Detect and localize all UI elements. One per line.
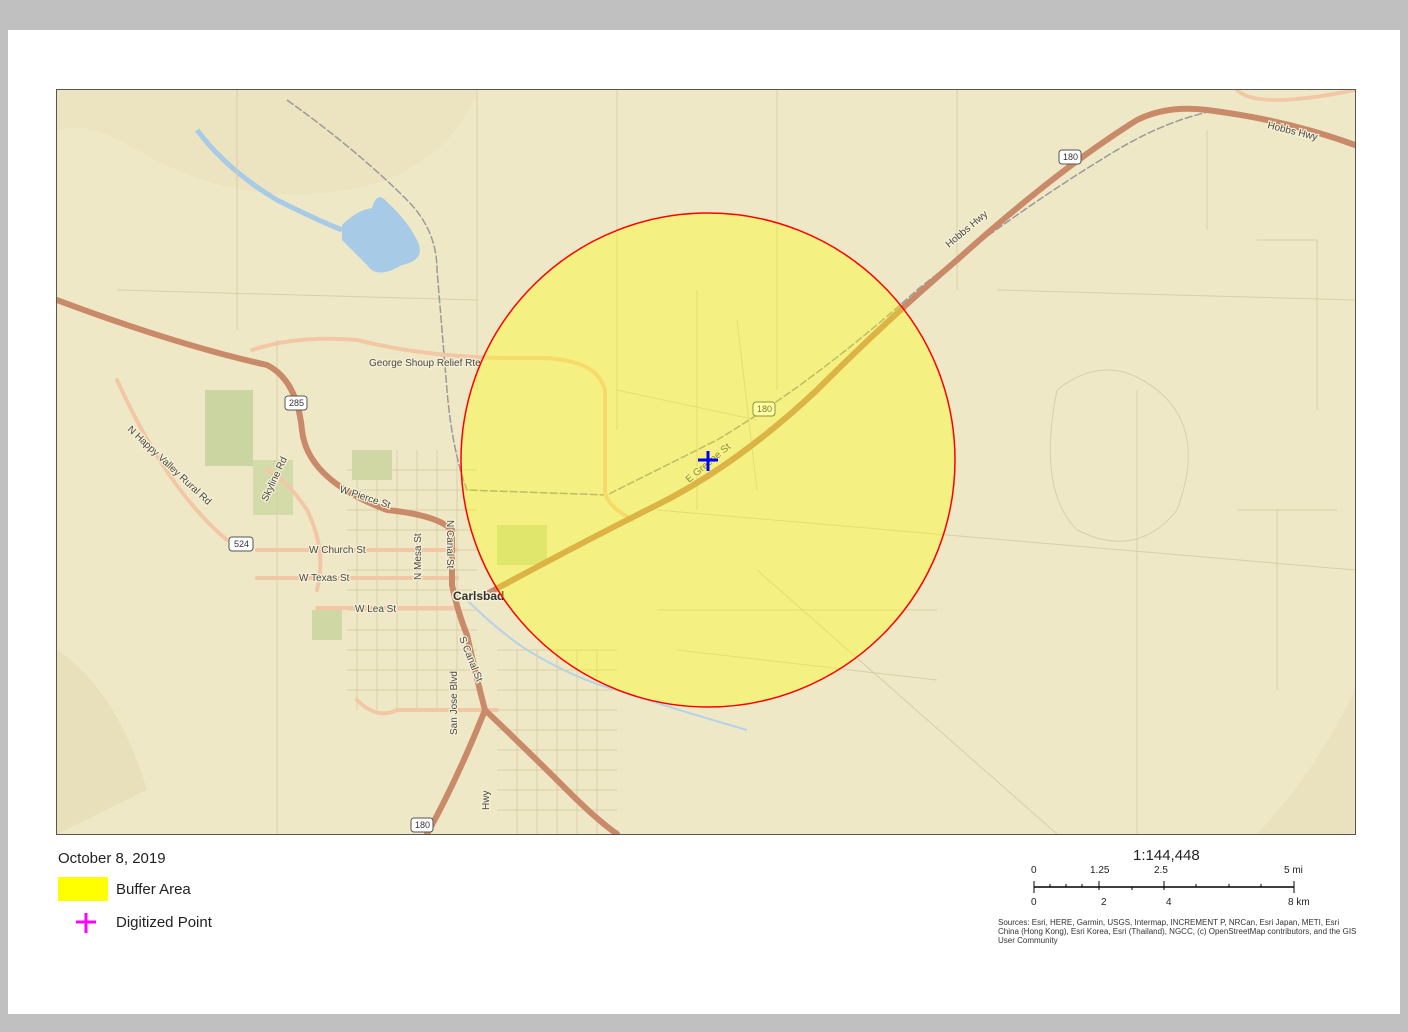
digitized-point-marker[interactable] (698, 451, 718, 471)
scale-bar-graphic (1033, 881, 1295, 893)
road-label-hwy: Hwy (481, 791, 492, 810)
map-attribution: Sources: Esri, HERE, Garmin, USGS, Inter… (998, 918, 1357, 945)
terrain-hill-east (1257, 690, 1355, 834)
scale-bar: 1:144,448 0 1.25 2.5 5 mi 0 (998, 845, 1358, 965)
city-label-carlsbad: Carlsbad (453, 589, 504, 603)
legend-buffer-label: Buffer Area (116, 880, 191, 898)
lake (342, 197, 420, 273)
scale-mi-tick: 5 mi (1284, 865, 1303, 876)
railway (286, 99, 1218, 496)
layout-page: George Shoup Relief Rte W Pierce St W Ch… (8, 30, 1400, 1014)
scale-km-tick: 2 (1101, 897, 1107, 908)
road-label-lea: W Lea St (355, 604, 396, 615)
scale-mi-tick: 1.25 (1090, 865, 1110, 876)
svg-text:524: 524 (234, 539, 249, 549)
river (195, 128, 343, 233)
road-label-n-mesa: N Mesa St (413, 533, 424, 580)
scale-ratio: 1:144,448 (1133, 847, 1200, 864)
park-area (352, 450, 392, 480)
park-area (253, 460, 293, 515)
svg-text:180: 180 (415, 820, 430, 830)
road-label-texas: W Texas St (299, 573, 350, 584)
highways (57, 105, 1355, 834)
shield-180-south: 180 (410, 817, 434, 833)
scale-km-tick: 8 km (1288, 897, 1310, 908)
scale-mi-tick: 0 (1031, 865, 1037, 876)
svg-text:180: 180 (1063, 152, 1078, 162)
map-frame[interactable]: George Shoup Relief Rte W Pierce St W Ch… (56, 89, 1356, 835)
map-date: October 8, 2019 (58, 850, 166, 867)
svg-text:285: 285 (289, 398, 304, 408)
road-label-san-jose: San Jose Blvd (449, 671, 460, 735)
svg-text:180: 180 (757, 404, 772, 414)
buffer-swatch (58, 877, 108, 901)
legend-item-buffer: Buffer Area (58, 876, 191, 902)
shield-524: 524 (228, 536, 254, 552)
road-label-n-canal: N Canal St (444, 520, 455, 569)
terrain-ridge (57, 90, 477, 195)
river-pecos (466, 599, 748, 731)
scale-km-tick: 4 (1166, 897, 1172, 908)
road-label-church: W Church St (309, 545, 366, 556)
shield-180-center: 180 (752, 401, 776, 417)
park-area (497, 525, 547, 565)
highway-shields: 285 524 180 180 180 (228, 149, 1082, 833)
park-area (205, 390, 253, 466)
digitized-point-icon (76, 913, 96, 933)
terrain-hill (57, 650, 147, 834)
road-label-george-shoup: George Shoup Relief Rte (369, 358, 481, 369)
legend-item-point: Digitized Point (58, 909, 212, 935)
park-area (312, 610, 342, 640)
arterial-roads (115, 90, 1355, 716)
scale-mi-tick: 2.5 (1154, 865, 1168, 876)
basemap[interactable]: George Shoup Relief Rte W Pierce St W Ch… (57, 90, 1355, 834)
minor-streets (116, 90, 1355, 834)
scale-km-tick: 0 (1031, 897, 1037, 908)
legend-point-label: Digitized Point (116, 913, 212, 931)
shield-180-north: 180 (1058, 149, 1082, 165)
shield-285: 285 (284, 395, 308, 411)
